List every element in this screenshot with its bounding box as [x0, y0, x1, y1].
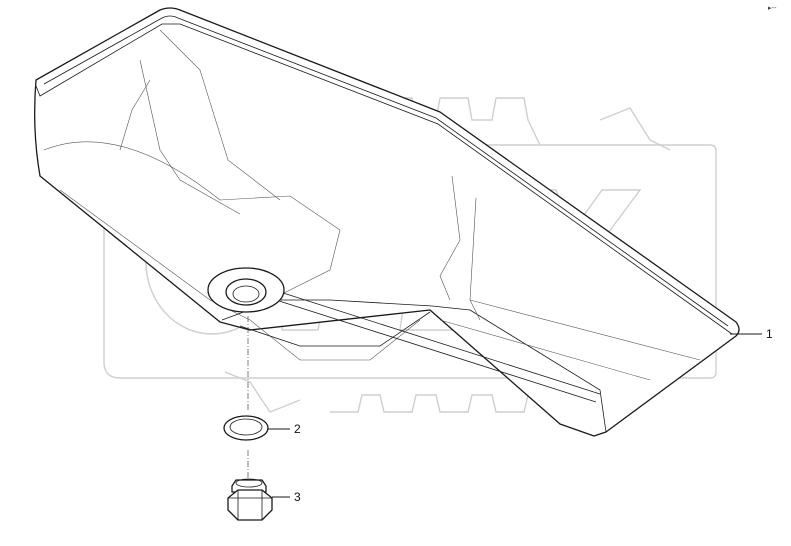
- oil-pan-sump-side: [59, 189, 421, 361]
- oil-pan[interactable]: [34, 7, 740, 437]
- callout-label-1: 1: [766, 327, 773, 341]
- drain-hole-inner: [232, 285, 260, 303]
- oil-pan-rim-lower: [35, 23, 733, 335]
- callout-label-2: 2: [294, 422, 301, 436]
- callout-label-3: 3: [294, 490, 301, 504]
- seal-ring[interactable]: [223, 415, 269, 441]
- oil-pan-wall-shading: [119, 29, 701, 381]
- drain-hole: [225, 278, 267, 306]
- drain-plug[interactable]: [227, 478, 273, 521]
- corner-mark: ▸‑‑: [768, 4, 777, 12]
- oil-pan-groove: [275, 291, 601, 403]
- oil-pan-sump-edge: [239, 311, 431, 347]
- oil-pan-flange: [34, 7, 740, 437]
- oil-pan-flange-inner: [43, 15, 729, 327]
- oil-pan-body-contour: [43, 141, 341, 301]
